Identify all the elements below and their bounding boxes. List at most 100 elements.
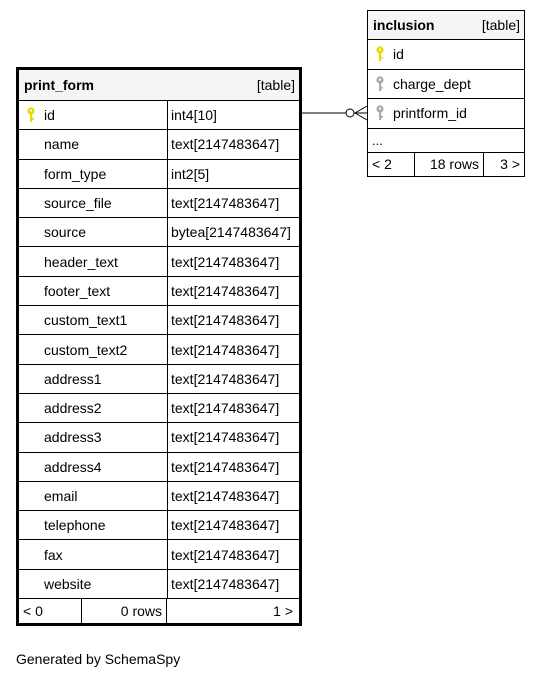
- column-name: custom_text1: [44, 312, 128, 329]
- column-row[interactable]: charge_dept: [368, 70, 524, 99]
- table-header: print_form [table]: [19, 70, 299, 101]
- column-name: id: [44, 107, 55, 124]
- prev-link[interactable]: < 2: [368, 152, 415, 176]
- column-name: telephone: [44, 517, 106, 534]
- column-name: address1: [44, 370, 102, 387]
- column-name: form_type: [44, 165, 107, 182]
- column-row[interactable]: address4 text[2147483647]: [19, 452, 299, 482]
- column-row[interactable]: fax text[2147483647]: [19, 540, 299, 570]
- table-name: inclusion: [373, 17, 435, 33]
- column-name: source: [44, 224, 87, 241]
- column-row[interactable]: custom_text2 text[2147483647]: [19, 335, 299, 365]
- column-type: text[2147483647]: [171, 282, 280, 299]
- column-row[interactable]: footer_text text[2147483647]: [19, 276, 299, 307]
- primary-key-icon: [376, 46, 384, 62]
- column-name-cell: header_text: [19, 247, 168, 276]
- column-name: email: [44, 488, 78, 504]
- next-link[interactable]: 1 >: [273, 603, 293, 620]
- column-name-cell: address1: [19, 364, 168, 393]
- column-type-cell: text[2147483647]: [168, 189, 299, 217]
- column-name: website: [44, 575, 92, 592]
- column-name: address2: [44, 400, 102, 417]
- column-list: id charge_dept printform_id: [368, 40, 524, 129]
- column-type: text[2147483647]: [171, 136, 280, 153]
- column-name-cell: source: [19, 218, 168, 247]
- column-name-cell: custom_text2: [19, 335, 168, 364]
- column-name-cell: footer_text: [19, 276, 168, 306]
- column-type: text[2147483647]: [171, 341, 280, 358]
- column-row[interactable]: form_type int2[5]: [19, 159, 299, 189]
- column-type: text[2147483647]: [171, 312, 280, 329]
- column-row[interactable]: address2 text[2147483647]: [19, 393, 299, 424]
- column-name-cell: telephone: [19, 511, 168, 540]
- column-name-cell: address2: [19, 393, 168, 423]
- column-name-cell: printform_id: [368, 99, 524, 128]
- column-name-cell: charge_dept: [368, 70, 524, 99]
- table-name: print_form: [24, 77, 94, 93]
- foreign-key-icon: [376, 76, 384, 91]
- next-link[interactable]: 3 >: [500, 156, 520, 172]
- column-type-cell: text[2147483647]: [168, 511, 299, 539]
- column-name: address3: [44, 429, 102, 446]
- column-type-cell: text[2147483647]: [168, 394, 299, 422]
- column-name-cell: id: [19, 101, 168, 130]
- column-row[interactable]: custom_text1 text[2147483647]: [19, 306, 299, 336]
- column-row[interactable]: printform_id: [368, 99, 524, 129]
- column-type: text[2147483647]: [171, 575, 280, 592]
- column-type: text[2147483647]: [171, 458, 280, 475]
- column-type-cell: int2[5]: [168, 160, 299, 188]
- column-name-cell: website: [19, 569, 168, 599]
- column-row[interactable]: telephone text[2147483647]: [19, 511, 299, 541]
- column-name: address4: [44, 458, 102, 475]
- column-type-cell: text[2147483647]: [168, 540, 299, 568]
- column-type: int2[5]: [171, 165, 210, 182]
- crows-foot-upper: [354, 105, 368, 114]
- column-type: text[2147483647]: [171, 370, 280, 387]
- row-count: 18 rows: [415, 152, 484, 176]
- column-type: text[2147483647]: [171, 195, 280, 212]
- table-print-form[interactable]: print_form [table] id int4[10] name text[21…: [16, 67, 302, 627]
- column-row[interactable]: id int4[10]: [19, 101, 299, 131]
- primary-key-icon: [27, 107, 35, 123]
- column-type: text[2147483647]: [171, 517, 280, 534]
- column-name: id: [393, 46, 404, 63]
- column-type: bytea[2147483647]: [171, 224, 291, 241]
- column-name-cell: email: [19, 481, 168, 511]
- prev-link[interactable]: < 0: [19, 599, 82, 624]
- column-type-cell: text[2147483647]: [168, 570, 299, 598]
- column-row[interactable]: website text[2147483647]: [19, 569, 299, 600]
- column-row[interactable]: email text[2147483647]: [19, 481, 299, 512]
- column-row[interactable]: source bytea[2147483647]: [19, 218, 299, 248]
- table-footer: < 2 18 rows 3 >: [368, 152, 524, 176]
- column-name: footer_text: [44, 282, 111, 299]
- column-name-cell: address4: [19, 452, 168, 481]
- column-name: fax: [44, 546, 63, 563]
- column-name-cell: fax: [19, 540, 168, 569]
- column-name-cell: source_file: [19, 188, 168, 218]
- column-row[interactable]: id: [368, 40, 524, 70]
- column-type: text[2147483647]: [171, 429, 280, 446]
- column-type-cell: int4[10]: [168, 101, 299, 129]
- column-type-cell: bytea[2147483647]: [168, 218, 299, 246]
- column-name: custom_text2: [44, 341, 128, 358]
- foreign-key-icon: [376, 105, 384, 121]
- column-name-cell: custom_text1: [19, 306, 168, 335]
- column-row[interactable]: name text[2147483647]: [19, 130, 299, 160]
- column-name: printform_id: [393, 105, 467, 122]
- column-name: name: [44, 136, 80, 153]
- column-type: text[2147483647]: [171, 253, 280, 270]
- column-type: text[2147483647]: [171, 488, 280, 504]
- table-footer: < 0 0 rows 1 >: [19, 599, 299, 624]
- column-name: charge_dept: [393, 75, 471, 92]
- column-name-cell: name: [19, 130, 168, 159]
- column-type-cell: text[2147483647]: [168, 335, 299, 363]
- column-type-cell: text[2147483647]: [168, 453, 299, 481]
- column-type-cell: text[2147483647]: [168, 306, 299, 334]
- more-columns: ...: [368, 129, 524, 153]
- column-row[interactable]: address3 text[2147483647]: [19, 423, 299, 453]
- column-row[interactable]: address1 text[2147483647]: [19, 364, 299, 394]
